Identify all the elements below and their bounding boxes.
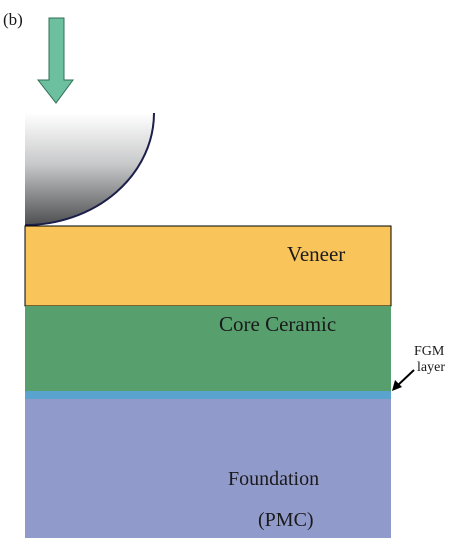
- fgm-layer: [25, 391, 391, 399]
- panel-label: (b): [3, 10, 23, 29]
- foundation-label: Foundation: [228, 468, 319, 490]
- indenter-outline: [24, 112, 155, 226]
- core-ceramic-label: Core Ceramic: [219, 312, 336, 336]
- annotation-arrow-icon: [392, 380, 402, 391]
- pmc-label: (PMC): [258, 509, 314, 531]
- core-ceramic-layer: [25, 306, 391, 391]
- indenter-sphere-icon: [25, 113, 154, 225]
- veneer-label: Veneer: [287, 242, 345, 266]
- fgm-annotation-line2: layer: [417, 360, 445, 375]
- annotation-arrow-shaft: [396, 369, 415, 387]
- veneer-layer: [24, 225, 392, 307]
- fgm-annotation-line1: FGM: [414, 344, 445, 359]
- load-arrow-icon: [36, 17, 74, 104]
- foundation-layer: [25, 399, 391, 538]
